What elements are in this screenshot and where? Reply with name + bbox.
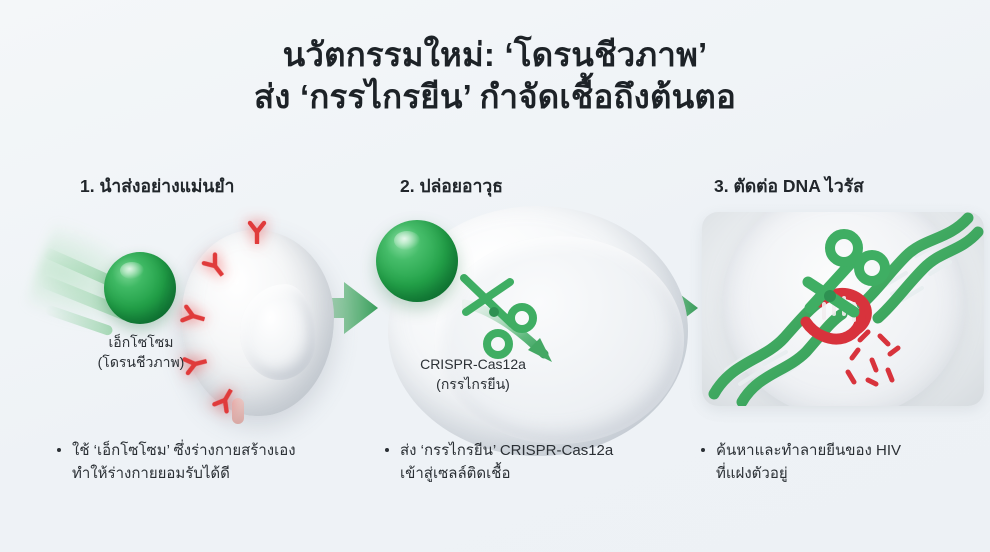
step-1-bullet: ใช้ ‘เอ็กโซโซม’ ซึ่งร่างกายสร้างเอง ทำให… <box>56 439 352 485</box>
exosome-sphere-icon <box>104 252 176 324</box>
receptor-icon <box>209 384 240 416</box>
dna-editing-photo <box>702 212 984 406</box>
step-3-heading: 3. ตัดต่อ DNA ไวรัส <box>714 176 864 196</box>
step-2-bullet: ส่ง ‘กรรไกรยีน’ CRISPR-Cas12a เข้าสู่เซล… <box>384 439 680 485</box>
step-1-art-label: เอ็กโซโซม (โดรนชีวภาพ) <box>66 332 216 372</box>
dna-helix-icon <box>708 212 984 406</box>
title-line-1: นวัตกรรมใหม่: ‘โดรนชีวภาพ’ <box>282 36 708 73</box>
step-1-art-label-line-2: (โดรนชีวภาพ) <box>97 354 185 370</box>
step-2-art-label: CRISPR-Cas12a (กรรไกรยีน) <box>378 354 568 394</box>
step-3-bullet-line-2: ที่แฝงตัวอยู่ <box>716 465 788 482</box>
step-2-bullet-line-1: ส่ง ‘กรรไกรยีน’ CRISPR-Cas12a <box>400 442 614 459</box>
receptor-icon <box>246 220 268 246</box>
title-line-2: ส่ง ‘กรรไกรยีน’ กำจัดเชื้อถึงต้นตอ <box>253 78 737 115</box>
step-2-heading: 2. ปล่อยอาวุธ <box>400 176 503 196</box>
step-2-bullets: ส่ง ‘กรรไกรยีน’ CRISPR-Cas12a เข้าสู่เซล… <box>370 439 680 485</box>
steps-container: 1. นำส่งอย่างแม่นยำ <box>0 172 990 552</box>
step-column-1: 1. นำส่งอย่างแม่นยำ <box>23 172 352 485</box>
step-2-art-label-line-2: (กรรไกรยีน) <box>436 376 510 392</box>
step-2-illustration: CRISPR-Cas12a (กรรไกรยีน) <box>370 206 688 456</box>
cell-dish-inner-icon <box>434 236 684 444</box>
step-1-illustration: เอ็กโซโซม (โดรนชีวภาพ) <box>23 212 352 427</box>
step-2-bullet-line-2: เข้าสู่เซลล์ติดเชื้อ <box>400 465 511 482</box>
bullet-dot-icon <box>701 448 705 452</box>
step-2-art-label-line-1: CRISPR-Cas12a <box>420 356 526 372</box>
cell-nucleus-icon <box>240 284 316 380</box>
step-3-bullets: ค้นหาและทำลายยีนของ HIV ที่แฝงตัวอยู่ <box>686 439 986 485</box>
scissors-icon <box>454 272 550 368</box>
step-3-illustration <box>686 212 986 427</box>
step-1-bullet-line-1: ใช้ ‘เอ็กโซโซม’ ซึ่งร่างกายสร้างเอง <box>72 442 296 459</box>
receptor-icon <box>199 250 231 282</box>
vesicle-icon <box>376 220 458 302</box>
target-cell-icon <box>182 230 334 416</box>
step-1-bullets: ใช้ ‘เอ็กโซโซม’ ซึ่งร่างกายสร้างเอง ทำให… <box>42 439 352 485</box>
cell-tail-icon <box>232 398 244 424</box>
step-1-bullet-line-2: ทำให้ร่างกายยอมรับได้ดี <box>72 465 230 482</box>
step-3-bullet-line-1: ค้นหาและทำลายยีนของ HIV <box>716 442 902 459</box>
page-title: นวัตกรรมใหม่: ‘โดรนชีวภาพ’ ส่ง ‘กรรไกรยี… <box>0 34 990 118</box>
step-1-to-2-arrow <box>300 280 378 336</box>
receptor-icon <box>181 350 210 377</box>
bullet-dot-icon <box>385 448 389 452</box>
receptor-icon <box>178 302 207 330</box>
step-3-bullet: ค้นหาและทำลายยีนของ HIV ที่แฝงตัวอยู่ <box>700 439 986 485</box>
cut-fragments-icon <box>845 329 901 387</box>
step-1-art-label-line-1: เอ็กโซโซม <box>108 334 174 350</box>
step-column-2: 2. ปล่อยอาวุธ <box>370 172 688 485</box>
step-1-heading: 1. นำส่งอย่างแม่นยำ <box>80 176 235 196</box>
step-column-3: 3. ตัดต่อ DNA ไวรัส <box>686 172 986 485</box>
bullet-dot-icon <box>57 448 61 452</box>
scissors-icon <box>802 229 890 318</box>
